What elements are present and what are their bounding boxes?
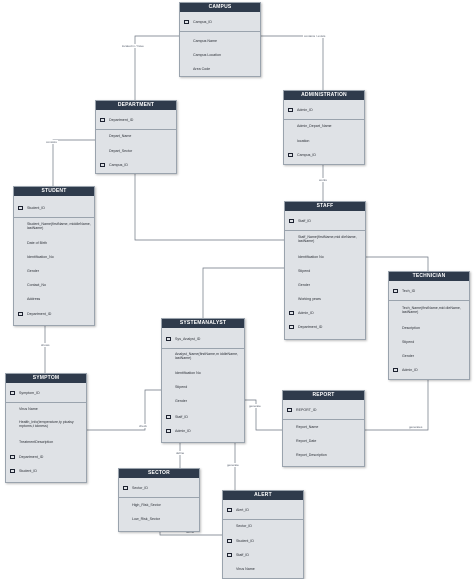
entity-systemanalyst[interactable]: SYSTEMANALYST Sys_Analyst_ID Analyst_Nam… — [161, 318, 245, 443]
primary-key-icon — [10, 391, 15, 395]
foreign-key-icon — [10, 469, 15, 473]
entity-title: REPORT — [283, 391, 364, 400]
foreign-key-icon — [393, 368, 398, 372]
rel-label-campus-department: located in / have — [121, 44, 145, 48]
rel-label-administration-staff: works — [318, 178, 328, 182]
entity-title: CAMPUS — [180, 3, 260, 12]
foreign-key-icon — [166, 415, 171, 419]
line-department-staff — [134, 172, 284, 241]
entity-department[interactable]: DEPARTMENT Department_ID Depart_Name Dep… — [95, 100, 177, 174]
line-campus-department — [134, 35, 179, 100]
primary-key-icon — [287, 408, 292, 412]
foreign-key-icon — [288, 153, 293, 157]
entity-staff[interactable]: STAFF Staff_ID Staff_Name(firstName,mid … — [284, 201, 366, 340]
entity-title: ADMINISTRATION — [284, 91, 364, 100]
line-staff-technician — [364, 256, 429, 271]
entity-title: TECHNICIAN — [389, 272, 469, 281]
rel-label-student-symptom: shows — [40, 343, 51, 347]
foreign-key-icon — [227, 539, 232, 543]
entity-report[interactable]: REPORT REPORT_ID Report_Name Report_Date… — [282, 390, 365, 467]
entity-title: SECTOR — [119, 469, 199, 478]
line-department-student — [52, 139, 95, 186]
primary-key-icon — [100, 118, 105, 122]
foreign-key-icon — [100, 163, 105, 167]
primary-key-icon — [123, 486, 128, 490]
foreign-key-icon — [227, 553, 232, 557]
entity-administration[interactable]: ADMINISTRATION Admin_ID Admin_Depart_Nam… — [283, 90, 365, 165]
entity-title: STAFF — [285, 202, 365, 211]
line-campus-administration — [260, 35, 324, 90]
primary-key-icon — [227, 508, 232, 512]
entity-campus[interactable]: CAMPUS Campus_ID Campus Name Campus Loca… — [179, 2, 261, 77]
line-report-technician — [363, 378, 429, 431]
primary-key-icon — [166, 337, 171, 341]
entity-sector[interactable]: SECTOR Sector_ID High_Risk_Sector Low_Ri… — [118, 468, 200, 532]
entity-technician[interactable]: TECHNICIAN Tech_ID Tech_Name(firstName,m… — [388, 271, 470, 380]
primary-key-icon — [18, 206, 23, 210]
foreign-key-icon — [18, 312, 23, 316]
rel-label-systemanalyst-symptom: check — [138, 424, 148, 428]
entity-title: ALERT — [223, 491, 303, 500]
primary-key-icon — [184, 20, 189, 24]
entity-title: SYSTEMANALYST — [162, 319, 244, 328]
foreign-key-icon — [289, 311, 294, 315]
foreign-key-icon — [10, 455, 15, 459]
line-staff-systemanalyst — [202, 267, 284, 318]
rel-label-sector-alert: define — [185, 530, 196, 534]
rel-label-systemanalyst-sector: define — [175, 451, 186, 455]
rel-label-report-technician: generates — [408, 425, 424, 429]
foreign-key-icon — [166, 429, 171, 433]
rel-label-department-student: consists — [45, 140, 58, 144]
entity-title: DEPARTMENT — [96, 101, 176, 110]
entity-student[interactable]: STUDENT Student_ID Student_Name(firstNam… — [13, 186, 95, 326]
entity-title: SYMPTOM — [6, 374, 86, 383]
primary-key-icon — [288, 108, 293, 112]
rel-label-campus-administration: contains / exists — [303, 34, 327, 38]
rel-label-systemanalyst-report: generate — [248, 404, 262, 408]
primary-key-icon — [393, 289, 398, 293]
line-systemanalyst-symptom — [85, 389, 161, 431]
primary-key-icon — [289, 219, 294, 223]
entity-title: STUDENT — [14, 187, 94, 196]
rel-label-systemanalyst-alert: generate — [226, 463, 240, 467]
foreign-key-icon — [289, 325, 294, 329]
entity-symptom[interactable]: SYMPTOM Symptom_ID Virus Name Health_Inf… — [5, 373, 87, 483]
line-systemanalyst-report — [243, 399, 282, 431]
entity-alert[interactable]: ALERT Alert_ID Sector_ID Student_ID Staf… — [222, 490, 304, 579]
